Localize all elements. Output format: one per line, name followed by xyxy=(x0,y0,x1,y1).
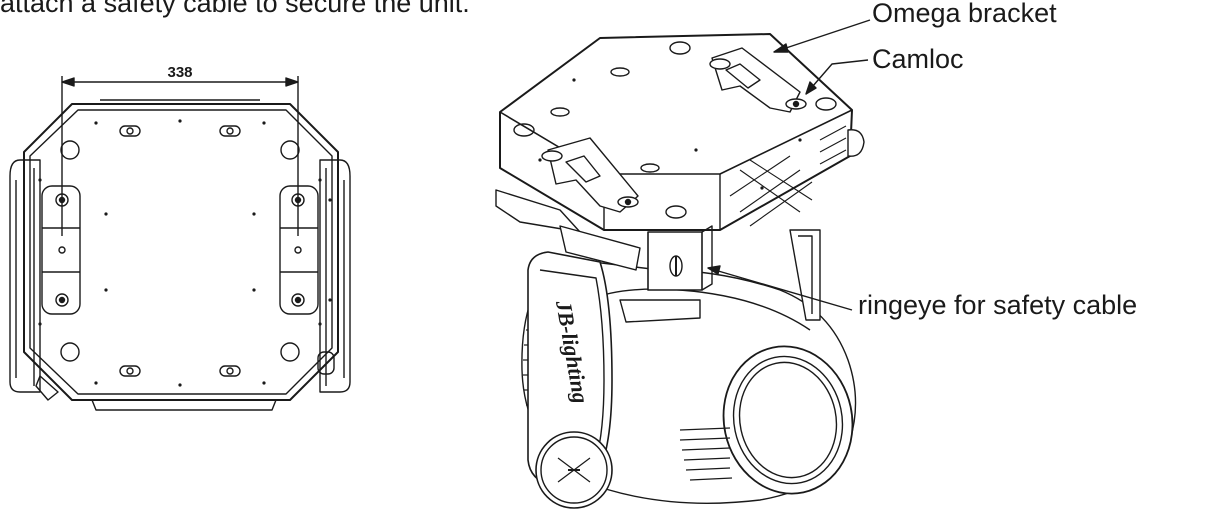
base-plate xyxy=(499,33,853,231)
omega-bracket-left xyxy=(541,137,639,213)
dimension-338: 338 xyxy=(61,64,299,236)
callout-camloc: Camloc xyxy=(872,44,964,74)
callout-omega-bracket: Omega bracket xyxy=(872,0,1057,28)
callout-ringeye: ringeye for safety cable xyxy=(858,290,1138,320)
bottom-view: 338 xyxy=(9,64,351,411)
yoke-arm: JB-lighting xyxy=(527,251,613,509)
dimension-value: 338 xyxy=(167,64,192,81)
isometric-fixture: JB-lighting xyxy=(495,19,871,509)
ringeye-block xyxy=(647,225,713,291)
leader-lines xyxy=(707,19,871,311)
intro-text: attach a safety cable to secure the unit… xyxy=(0,0,470,18)
omega-bracket-right xyxy=(709,47,807,113)
